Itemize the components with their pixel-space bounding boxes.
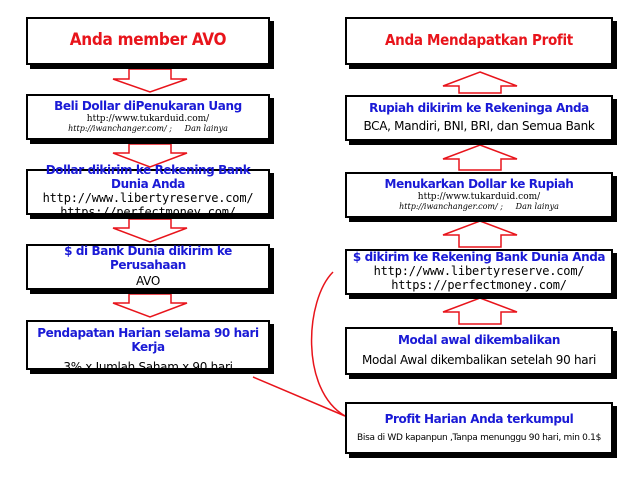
left-box-body: AVO — [136, 274, 160, 289]
left-box-bank-transfer: $ di Bank Dunia dikirim ke Perusahaan AV… — [26, 244, 270, 290]
left-box-title: Beli Dollar diPenukaran Uang — [54, 99, 242, 114]
left-box-title: $ di Bank Dunia dikirim ke Perusahaan — [64, 243, 232, 272]
right-box-title: Modal awal dikembalikan — [397, 333, 561, 348]
left-box-daily-income: Pendapatan Harian selama 90 hari Kerja 3… — [26, 320, 270, 373]
left-box-buy-dollar: Beli Dollar diPenukaran Uang http://www.… — [26, 94, 270, 140]
right-box-title: Profit Harian Anda terkumpul — [384, 411, 574, 426]
connector-curve — [310, 271, 346, 417]
url-tukarduid: http://www.tukarduid.com/ — [417, 192, 541, 203]
right-box-capital-returned: Modal awal dikembalikan Modal Awal dikem… — [345, 327, 613, 375]
down-arrow — [112, 218, 188, 243]
up-arrow — [442, 71, 518, 94]
down-arrow — [112, 293, 188, 318]
right-box-body: BCA, Mandiri, BNI, BRI, dan Semua Bank — [363, 119, 595, 133]
url-libertyreserve: http://www.libertyreserve.com/ — [42, 191, 254, 205]
left-box-title: Anda member AVO — [69, 30, 227, 51]
url-iwanchanger: http://iwanchanger.com/ ; Dan lainya — [68, 124, 228, 134]
left-box-member: Anda member AVO — [26, 17, 270, 65]
left-box-title: Dollar dikirim ke Rekening Bank Dunia An… — [45, 163, 251, 192]
right-box-daily-profit: Profit Harian Anda terkumpul Bisa di WD … — [345, 402, 613, 454]
url-perfectmoney: https://perfectmoney.com/ — [60, 204, 236, 219]
right-box-title: Rupiah dikirim ke Rekeninga Anda — [369, 101, 589, 116]
left-box-title: Pendapatan Harian selama 90 hari Kerja — [37, 326, 259, 354]
right-box-title: Menukarkan Dollar ke Rupiah — [384, 177, 574, 192]
right-box-rupiah-sent: Rupiah dikirim ke Rekeninga Anda BCA, Ma… — [345, 95, 613, 141]
url-iwanchanger: http://iwanchanger.com/ ; Dan lainya — [399, 202, 559, 212]
url-tukarduid: http://www.tukarduid.com/ — [86, 114, 210, 125]
up-arrow — [442, 297, 518, 325]
right-box-exchange: Menukarkan Dollar ke Rupiah http://www.t… — [345, 172, 613, 218]
url-perfectmoney: https://perfectmoney.com/ — [391, 277, 567, 292]
right-box-body: Modal Awal dikembalikan setelah 90 hari — [362, 353, 596, 367]
right-box-title: Anda Mendapatkan Profit — [385, 31, 573, 50]
down-arrow — [112, 68, 188, 93]
connector-line — [252, 376, 346, 417]
right-box-body: Bisa di WD kapanpun ,Tanpa menunggu 90 h… — [357, 432, 601, 443]
url-libertyreserve: http://www.libertyreserve.com/ — [373, 264, 585, 279]
left-box-dollar-sent: Dollar dikirim ke Rekening Bank Dunia An… — [26, 164, 270, 219]
down-arrow — [112, 143, 188, 168]
right-box-dollar-sent: $ dikirim ke Rekening Bank Dunia Anda ht… — [345, 249, 613, 295]
up-arrow — [442, 220, 518, 248]
right-box-profit: Anda Mendapatkan Profit — [345, 17, 613, 65]
left-box-body: 3% x Jumlah Saham x 90 hari — [63, 359, 233, 374]
right-box-title: $ dikirim ke Rekening Bank Dunia Anda — [352, 250, 606, 265]
up-arrow — [442, 144, 518, 171]
